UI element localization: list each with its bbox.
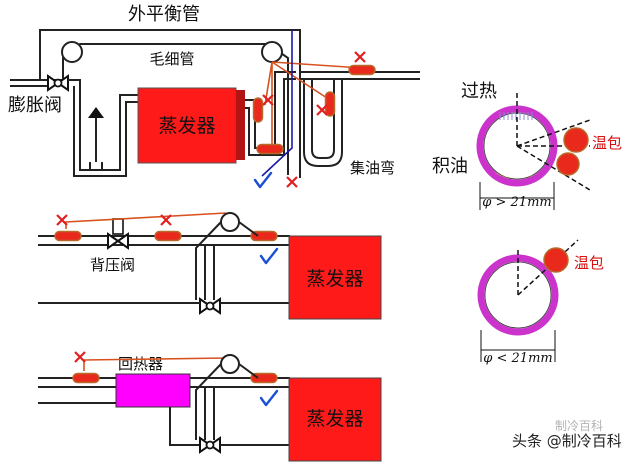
bulb-middle-left — [54, 230, 82, 242]
expansion-valve-label: 膨胀阀 — [8, 95, 62, 116]
top-diagram: 蒸发器 外平衡管 毛细管 膨胀阀 集油弯 — [8, 4, 420, 189]
expansion-valve-icon — [199, 297, 221, 315]
bulb-label-bottom: 温包 — [574, 254, 604, 272]
dim-top-label: φ > 21mm — [482, 195, 551, 210]
bulb-circle-top — [543, 247, 569, 273]
back-pressure-valve-label: 背压阀 — [90, 256, 135, 274]
evaporator-top — [137, 87, 237, 164]
evaporator-bottom — [288, 377, 382, 462]
bulb-top-vertical-left — [252, 97, 264, 123]
wrong-mark-icon — [353, 50, 367, 64]
right-diagram: φ > 21mm 过热 积油 温包 温包 φ < 21mm — [432, 81, 622, 366]
pulley-left — [61, 41, 83, 63]
pulley — [220, 354, 240, 374]
suction-line-top-lower — [245, 78, 420, 156]
watermark: 制冷百科 头条 @制冷百科 — [512, 419, 622, 450]
expansion-valve-icon — [199, 436, 221, 454]
evaporator-middle-label: 蒸发器 — [306, 268, 363, 290]
dash-diagonal-down — [516, 145, 591, 191]
capillary-bottom — [195, 363, 259, 440]
capillary-red-line — [264, 61, 363, 150]
valve-outlet-pipe-inner — [73, 86, 138, 177]
correct-mark-icon — [259, 389, 279, 407]
up-arrow-icon — [88, 107, 104, 118]
wrong-mark-icon — [285, 175, 299, 189]
wrong-mark-icon — [73, 350, 87, 364]
bulb-label-top: 温包 — [592, 134, 622, 152]
wrong-mark-icon — [55, 213, 69, 227]
back-pressure-valve-icon — [107, 218, 129, 250]
equalizer-label: 外平衡管 — [128, 4, 200, 25]
superheat-zone — [499, 112, 533, 120]
oil-trap-inner — [311, 79, 335, 159]
watermark-main: 头条 @制冷百科 — [512, 432, 622, 450]
bottom-diagram: 回热器 蒸发器 — [38, 350, 382, 462]
bulb-circle-right-upper — [563, 127, 589, 153]
capillary-label: 毛细管 — [149, 50, 194, 68]
oil-zone — [493, 172, 541, 178]
middle-diagram: 背压阀 蒸发器 — [38, 212, 382, 320]
capillary-blue-line — [261, 30, 293, 177]
superheat-label: 过热 — [461, 81, 497, 102]
capillary-red-line — [65, 212, 227, 229]
capillary-tube — [62, 43, 289, 175]
pulley — [220, 212, 240, 232]
heat-exchanger-label: 回热器 — [118, 355, 163, 373]
bulb-middle-center — [154, 230, 182, 242]
dash-diagonal-up — [516, 119, 591, 147]
evaporator-top-label: 蒸发器 — [158, 115, 215, 137]
heat-exchanger — [115, 373, 191, 408]
bulb-top-vertical-right — [324, 91, 336, 117]
oil-trap — [303, 79, 343, 167]
capillary-middle — [195, 221, 259, 300]
oil-label: 积油 — [432, 156, 468, 177]
evaporator-middle — [288, 235, 382, 320]
pulley-right — [261, 41, 283, 63]
arrow-shaft-u — [89, 162, 103, 170]
bulb-top-horizontal — [348, 64, 376, 76]
bulb-bottom-left — [72, 372, 100, 384]
valve-outlet-pipe — [68, 79, 138, 171]
oil-trap-label: 集油弯 — [350, 159, 395, 177]
expansion-valve-icon — [47, 74, 69, 92]
evaporator-bottom-label: 蒸发器 — [306, 408, 363, 430]
bulb-top-bottom — [256, 143, 284, 155]
equalizer-gap — [296, 60, 300, 178]
bulb-circle-right-lower — [556, 152, 580, 176]
liquid-line-drop — [169, 407, 200, 446]
dim-bottom-label: φ < 21mm — [483, 351, 552, 366]
watermark-faint: 制冷百科 — [555, 419, 603, 433]
evaporator-top-fins — [236, 90, 245, 160]
correct-mark-icon — [259, 247, 279, 265]
